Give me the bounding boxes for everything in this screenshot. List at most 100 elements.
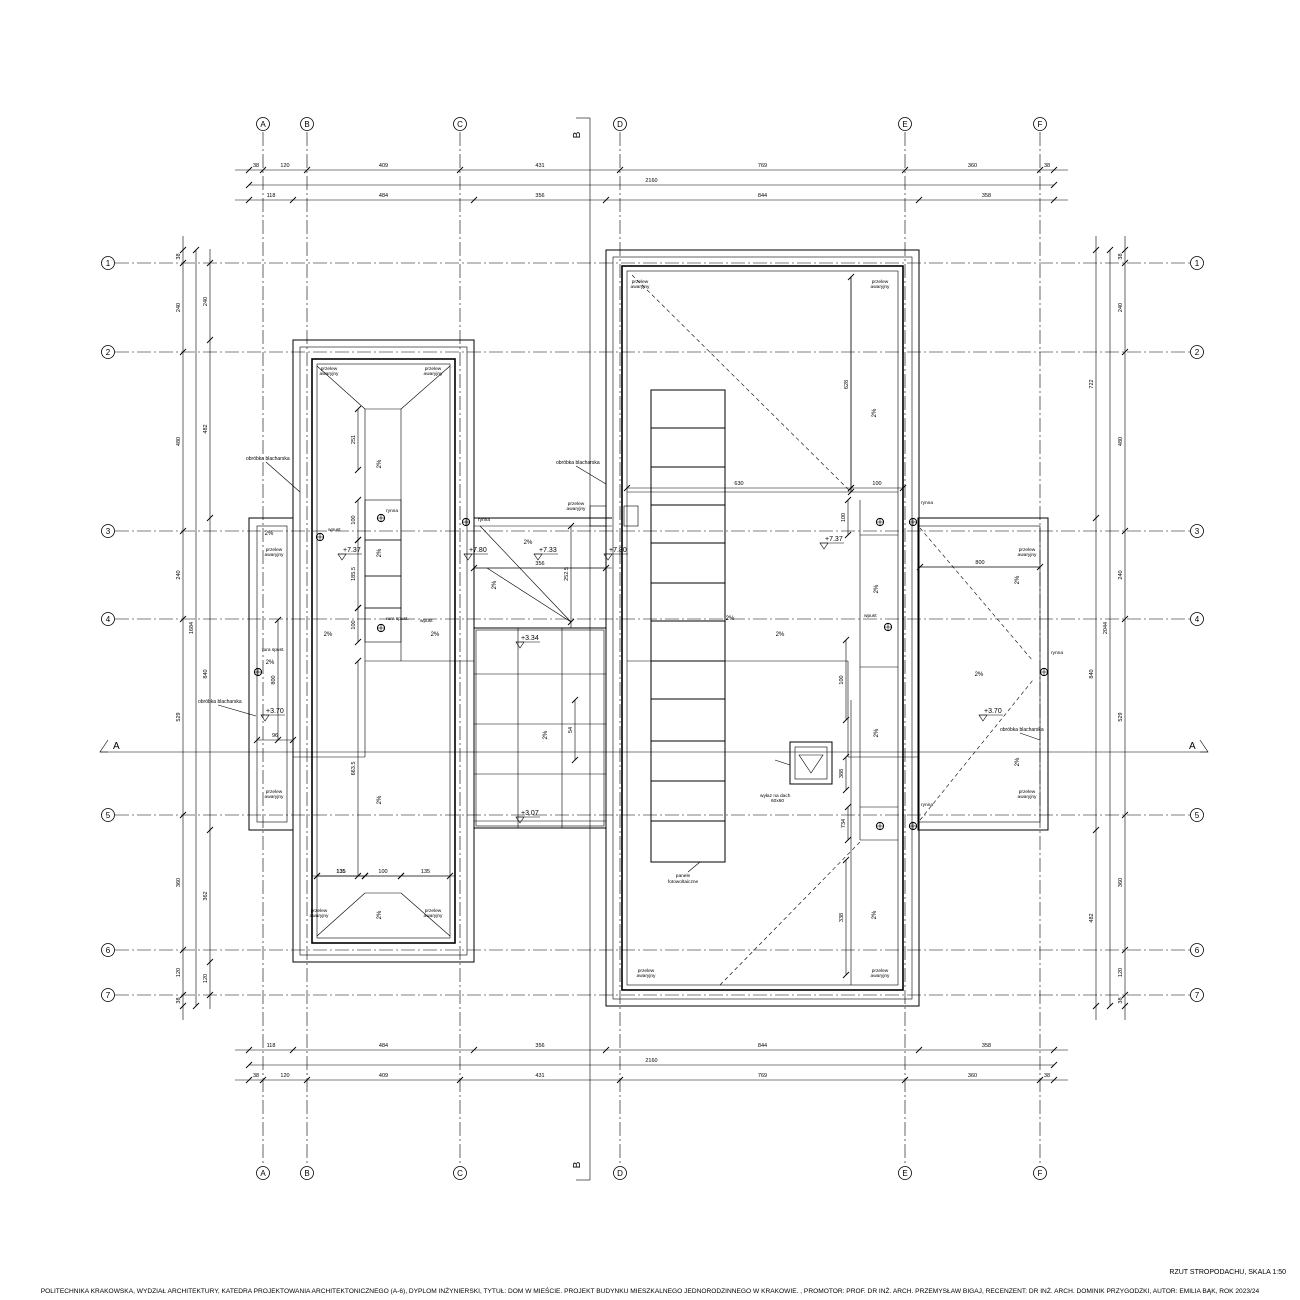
dim-tick [1121, 259, 1129, 267]
leader-line [774, 759, 791, 766]
hatch-label: 60x60 [771, 798, 784, 804]
overflow-label: przelew [872, 968, 889, 974]
dim-tick [842, 636, 850, 644]
dim-value: 840 [203, 669, 209, 678]
dim-value: 185.5 [351, 567, 357, 581]
dim-value: 118 [267, 193, 276, 199]
right-roof-parapet-outer [605, 249, 920, 1007]
level-value: +7.80 [469, 547, 487, 554]
pv-panel [650, 466, 726, 506]
axis-label-1: 1 [1195, 259, 1200, 268]
dim-tick [1050, 1046, 1058, 1054]
flashing-label: obróbka blacharska [1000, 727, 1044, 733]
dim-tick [1050, 166, 1058, 174]
section-label-left: A [113, 741, 120, 752]
pv-panel [650, 582, 726, 622]
dim-tick [245, 1046, 253, 1054]
axis-bubble-3 [1190, 524, 1204, 538]
dim-value: 431 [535, 163, 544, 169]
axis-bubble-A [256, 117, 270, 131]
level-value: +7.37 [825, 536, 843, 543]
axis-label-5: 5 [1195, 811, 1200, 820]
slope-label: 2% [874, 584, 880, 593]
axis-label-C: C [457, 1169, 463, 1178]
axis-bubble-3 [101, 524, 115, 538]
pv-label: panele [676, 873, 691, 879]
dim-tick [616, 166, 624, 174]
axis-label-D: D [617, 120, 623, 129]
dim-value: 480 [1118, 437, 1124, 446]
dim-value: 769 [758, 1073, 767, 1079]
overflow-label: przelew [266, 789, 283, 795]
title-caption: POLITECHNIKA KRAKOWSKA, WYDZIAŁ ARCHITEK… [40, 1288, 1260, 1295]
dim-tick [179, 991, 187, 999]
level-value: +7.37 [343, 547, 361, 554]
dim-value: 734 [841, 819, 847, 828]
dim-tick [1121, 527, 1129, 535]
dim-tick [192, 1002, 200, 1010]
overflow-label: awaryjny [320, 371, 340, 377]
left-roof-attic [311, 358, 456, 944]
axis-bubble-4 [1190, 612, 1204, 626]
pv-panel [650, 620, 726, 662]
level-value: +7.80 [609, 547, 627, 554]
dim-tick [354, 405, 362, 413]
axis-label-D: D [617, 1169, 623, 1178]
dim-value: 100 [872, 481, 881, 487]
axis-label-6: 6 [106, 946, 111, 955]
pv-panel [650, 698, 726, 742]
dim-tick [354, 604, 362, 612]
overflow-label: przelew [425, 908, 442, 914]
dim-tick [1121, 246, 1129, 254]
dim-tick [1050, 181, 1058, 189]
dim-tick [844, 496, 852, 504]
overflow-label: przelew [266, 547, 283, 553]
flashing-label: obróbka blacharska [246, 456, 290, 462]
slope-label: 2% [324, 632, 333, 638]
axis-label-7: 7 [106, 991, 111, 1000]
dim-tick [179, 527, 187, 535]
gutter-label: rynna [1051, 650, 1063, 656]
dim-tick [1106, 246, 1114, 254]
dim-tick [303, 1076, 311, 1084]
overflow-label: awaryjny [631, 284, 651, 290]
slope-label: 2% [431, 632, 440, 638]
dim-value: 100 [841, 513, 847, 522]
pv-panel [650, 427, 726, 468]
dim-tick [259, 1076, 267, 1084]
dim-value: 529 [1118, 712, 1124, 721]
dim-value: 38 [1044, 163, 1050, 169]
dim-value: 800 [975, 560, 984, 566]
dim-value: 356 [535, 1043, 544, 1049]
dim-value: 844 [758, 1043, 767, 1049]
dim-value: 38 [253, 163, 259, 169]
overflow-label: przelew [638, 968, 655, 974]
dim-tick [842, 971, 850, 979]
slope-label: 2% [377, 548, 383, 557]
dim-value: 630 [734, 481, 743, 487]
slope-label: 2% [492, 580, 498, 589]
dim-value: 358 [982, 193, 991, 199]
dim-value: 2160 [645, 1058, 657, 1064]
axis-label-1: 1 [106, 259, 111, 268]
leader-line [575, 465, 607, 485]
dim-tick [616, 1076, 624, 1084]
pv-panel [650, 740, 726, 782]
dim-tick [1121, 1002, 1129, 1010]
leader-line [217, 704, 257, 717]
dim-tick [844, 803, 852, 811]
dim-tick [179, 946, 187, 954]
slope-label: 2% [524, 540, 533, 546]
dim-value: 38 [1044, 1073, 1050, 1079]
dim-tick [456, 1076, 464, 1084]
dim-value: 120 [203, 974, 209, 983]
dim-value: 38 [176, 997, 182, 1003]
hatch-label: wyłaz na dach [760, 793, 791, 799]
level-marker-icon [819, 542, 829, 550]
dim-tick [354, 496, 362, 504]
slope-label: 2% [872, 408, 878, 417]
dim-tick [245, 181, 253, 189]
axis-label-2: 2 [106, 348, 111, 357]
dim-tick [844, 531, 852, 539]
dim-tick [289, 196, 297, 204]
